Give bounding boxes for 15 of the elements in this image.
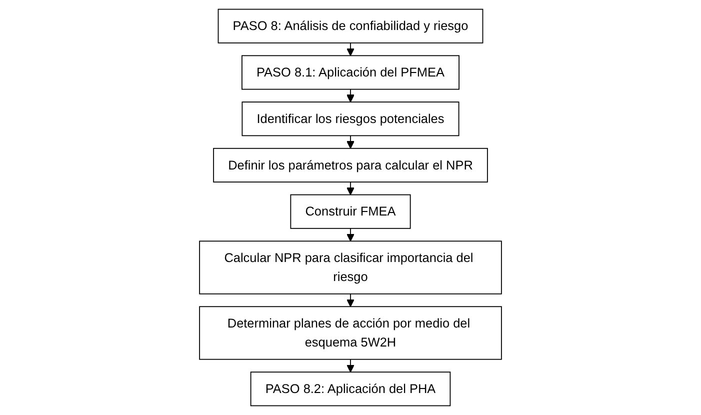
arrow — [346, 228, 354, 242]
node-box: Definir los parámetros para calcular el NPR — [213, 148, 488, 182]
arrow — [346, 182, 354, 196]
arrow — [346, 358, 354, 372]
arrow — [346, 42, 354, 56]
arrow — [346, 293, 354, 307]
node-box: PASO 8.2: Aplicación del PHA — [250, 372, 451, 406]
arrow — [346, 135, 354, 149]
arrow — [346, 88, 354, 102]
node-box: Identificar los riesgos potenciales — [242, 102, 460, 136]
node-box: Construir FMEA — [290, 194, 411, 229]
node-box: PASO 8: Análisis de confiabilidad y riesgo — [218, 8, 484, 44]
node-box: Determinar planes de acción por medio del esquema 5W2H — [199, 306, 502, 360]
node-box: PASO 8.1: Aplicación del PFMEA — [242, 55, 460, 90]
node-box: Calcular NPR para clasificar importancia del riesgo — [199, 240, 502, 294]
